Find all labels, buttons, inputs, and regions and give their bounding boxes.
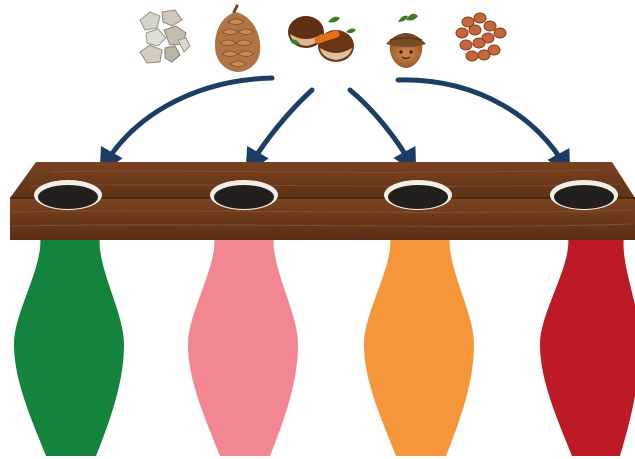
pink-vase [188,236,298,456]
arrows [104,78,566,168]
acorn-icon [386,14,426,68]
arrow-to-orange-vase [350,90,412,166]
arrow-to-pink-vase [250,90,312,166]
arrow-to-red-vase [398,80,566,168]
hole-3 [384,180,452,210]
vases [14,236,635,456]
pinecone-icon [215,6,260,72]
wooden-board [10,162,635,240]
green-vase [14,236,124,456]
beans-icon [456,13,506,61]
chestnut-icon [288,16,356,62]
pebbles-icon [140,10,190,63]
hole-1 [34,180,102,210]
arrow-to-green-vase [104,78,272,166]
hole-4 [550,180,618,210]
hole-2 [210,180,278,210]
orange-vase [364,236,474,456]
red-vase [540,236,635,456]
